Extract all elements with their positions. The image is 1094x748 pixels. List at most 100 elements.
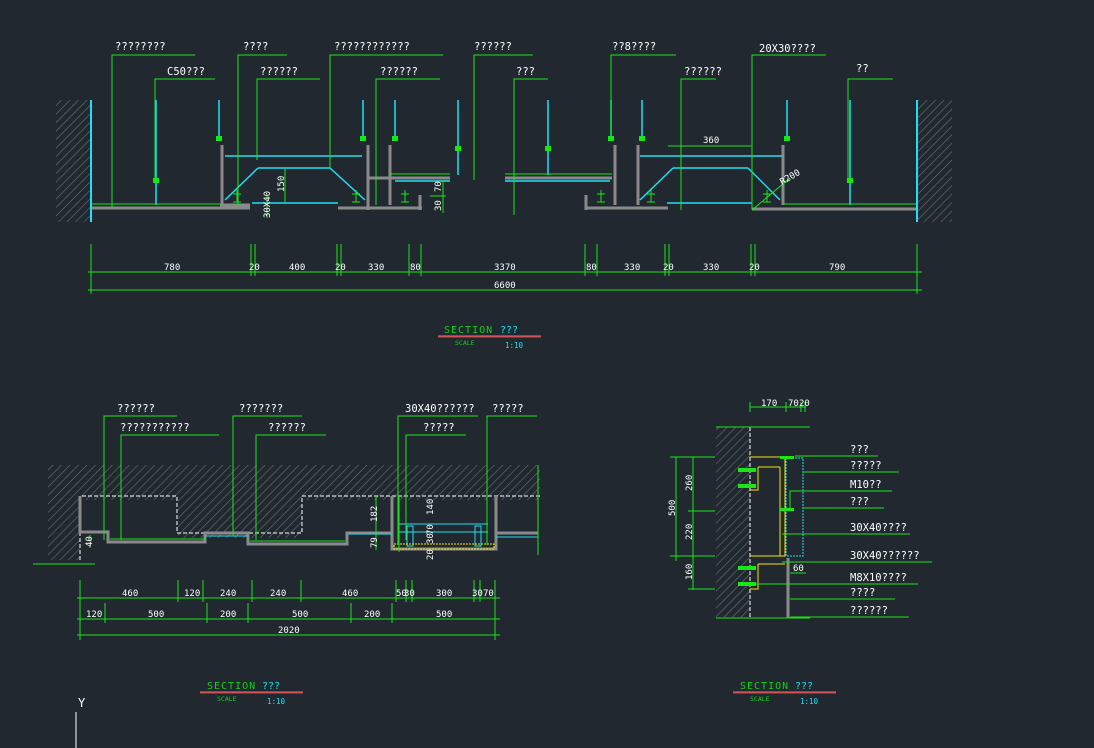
dim-s2-inner-40: 40 [85,536,95,547]
ucs-axis-icon: Y [75,696,86,748]
dim-s2-inner-20: 20 [426,549,436,560]
wall-hatch [716,427,750,617]
dim-s2-total: 2020 [278,626,300,636]
leader-lines [750,455,932,618]
panel-outline [785,457,804,557]
section-scale-label: SCALE [455,339,475,347]
callout-s3-3: ??? [850,496,869,508]
dim-s3-side-160: 160 [685,564,695,580]
callout-s3-4: 30X40???? [850,522,907,534]
section-3-callouts: ??? ????? M10?? ??? 30X40???? 30X40?????… [850,444,920,617]
section-title-code: ??? [795,681,813,692]
section-1-callouts: ???????? C50??? ???? ?????? ????????????… [115,41,869,78]
dim-s1-780: 780 [164,263,180,273]
callout-s2-5: ????? [423,422,455,434]
dim-s1-20d: 20 [749,263,760,273]
dim-s2-r2-5: 500 [436,610,452,620]
dim-s2-inner-79: 79 [370,537,380,548]
dim-s2-r1-8: 30 [472,589,483,599]
callout-s2-6: ????? [492,403,524,415]
callout-s1-5: ?????? [380,66,418,78]
section-2-dimension-values: 460 120 240 240 460 50 30 300 30 70 120 … [86,589,494,636]
dim-s1-3370: 3370 [494,263,516,273]
dim-s2-r2-2: 200 [220,610,236,620]
callout-s1-0: ???????? [115,41,166,53]
dim-s1-330b: 330 [624,263,640,273]
leader-lines [103,415,537,545]
finish-line [92,145,916,205]
left-wall-hatch [56,100,90,222]
dim-s2-inner-70: 70 [426,524,436,535]
hanger-rods [155,100,851,205]
callout-s2-0: ?????? [117,403,155,415]
dim-inner-150: 150 [277,176,287,192]
section-3-drawing: 170 70 20 260 220 160 500 60 ??? ????? M… [668,399,932,706]
dim-inner-30x40: 30X40 [263,191,273,218]
fixture-profile [205,523,538,547]
steel-frame [750,456,786,590]
dim-s2-r2-1: 500 [148,610,164,620]
callout-s1-2: ???? [243,41,268,53]
dim-s1-80b: 80 [586,263,597,273]
section-scale-value: 1:10 [267,697,286,706]
dim-s1-80a: 80 [410,263,421,273]
section-scale-value: 1:10 [505,341,524,350]
dim-s1-790: 790 [829,263,845,273]
dim-inner-30: 30 [434,200,444,211]
hanger-clips [153,136,853,183]
dim-s1-330a: 330 [368,263,384,273]
section-scale-label: SCALE [750,695,770,703]
dim-s2-r1-3: 240 [270,589,286,599]
ucs-y-label: Y [78,696,86,710]
section-1-dimension-values: 780 20 400 20 330 80 3370 80 330 20 330 … [164,263,845,291]
section-1-drawing: 150 30X40 70 30 360 R200 ???????? C50???… [56,41,952,350]
callout-s2-2: ??????? [239,403,283,415]
dim-s1-330c: 330 [703,263,719,273]
dim-s2-r2-3: 500 [292,610,308,620]
dim-s2-r2-0: 120 [86,610,102,620]
yellow-trim [393,543,495,550]
callout-s3-6: M8X10???? [850,572,907,584]
dim-s2-r1-2: 240 [220,589,236,599]
dim-s2-r1-4: 460 [342,589,358,599]
callout-s3-5: 30X40?????? [850,550,920,562]
dim-s2-r1-0: 460 [122,589,138,599]
callout-s1-10: 20X30???? [759,43,816,55]
light-fixtures [233,190,771,203]
section-1-dimension-lines [88,244,922,294]
dim-s3-side-260: 260 [685,475,695,491]
section-2-title: SECTION ??? SCALE 1:10 [200,681,303,706]
section-1-title: SECTION ??? SCALE 1:10 [438,325,541,350]
dim-inner-70: 70 [434,181,444,192]
callout-s3-8: ?????? [850,605,888,617]
slab-hatch [48,465,540,500]
right-wall-hatch [918,100,952,222]
section-title-label: SECTION [207,681,256,692]
callout-s1-3: ?????? [260,66,298,78]
dim-s3-top-70: 70 [788,399,799,409]
dim-s3-top-20: 20 [799,399,810,409]
callout-s1-9: ?????? [684,66,722,78]
leader-lines [111,54,893,215]
anchor-bolts [738,456,794,586]
callout-s3-1: ????? [850,460,882,472]
callout-s1-1: C50??? [167,66,205,78]
dim-s2-r1-9: 70 [483,589,494,599]
section-3-title: SECTION ??? SCALE 1:10 [733,681,836,706]
section-title-code: ??? [262,681,280,692]
callout-s1-7: ??? [516,66,535,78]
dim-s2-inner-182: 182 [370,506,380,522]
callout-s3-7: ???? [850,587,875,599]
callout-s1-6: ?????? [474,41,512,53]
section-2-callouts: ?????? ??????????? ??????? ?????? 30X40?… [117,403,524,434]
dim-s2-r1-6: 30 [404,589,415,599]
ceiling-board [92,145,916,211]
callout-s3-2: M10?? [850,479,882,491]
dim-s2-inner-30: 30 [426,533,436,544]
dim-s3-side-220: 220 [685,524,695,540]
dim-s2-r1-7: 300 [436,589,452,599]
callout-s3-0: ??? [850,444,869,456]
section-2-drawing: 40 182 79 140 70 30 20 ?????? ??????????… [33,403,540,706]
dim-s2-r1-5: 50 [396,589,407,599]
